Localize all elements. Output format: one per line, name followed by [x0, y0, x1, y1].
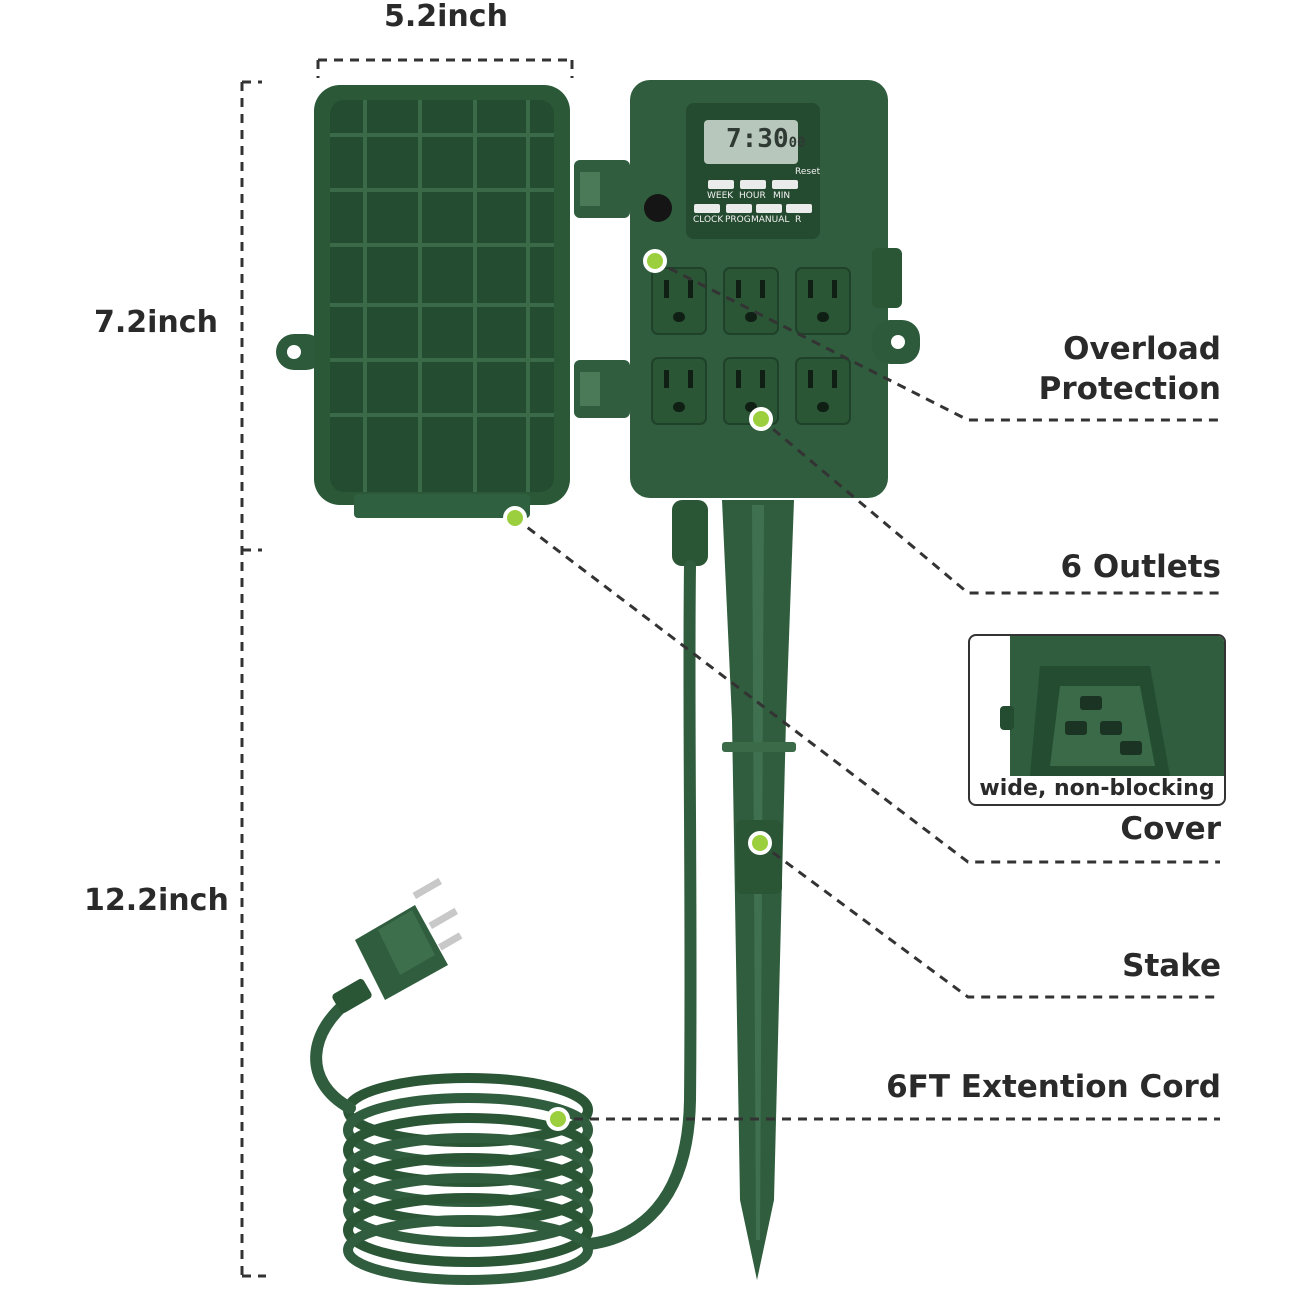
timer-display-time: 7:30: [726, 124, 789, 154]
overload-label-line1: Overload: [1063, 331, 1221, 367]
stake-label: Stake: [1122, 948, 1221, 984]
timer-body: [630, 80, 920, 498]
outlets-label: 6 Outlets: [1060, 549, 1221, 585]
callout-dots: [503, 249, 773, 1131]
outlet-grid: [651, 267, 851, 425]
min-key-label[interactable]: MIN: [773, 191, 791, 201]
stake: [722, 500, 796, 1280]
reset-button-label[interactable]: Reset: [795, 167, 821, 177]
cord-coil: [310, 994, 593, 1285]
r-key-label[interactable]: R: [795, 215, 802, 225]
overload-label-line2: Protection: [1038, 371, 1221, 408]
cover-inset: wide, non-blocking: [968, 634, 1226, 806]
width-dimension-label: 5.2inch: [384, 0, 508, 34]
stake-dimension-label: 12.2inch: [84, 883, 229, 918]
height-dimension-label: 7.2inch: [94, 305, 218, 340]
cover-inset-image: [1000, 636, 1224, 776]
overload-protection-label: Overload Protection: [1039, 332, 1221, 406]
week-key-label[interactable]: WEEK: [707, 191, 734, 201]
cover-inset-caption: wide, non-blocking: [979, 776, 1215, 801]
timer-display: 7:3000: [726, 124, 805, 154]
clock-key-label[interactable]: CLOCK: [693, 215, 724, 225]
prog-key-label[interactable]: PROG: [725, 215, 751, 225]
extension-cord-label: 6FT Extention Cord: [886, 1069, 1221, 1105]
manual-key-label[interactable]: MANUAL: [751, 215, 790, 225]
timer-display-seconds: 00: [788, 135, 806, 151]
callout-lines: [514, 259, 1220, 1121]
dimension-lines: [240, 58, 574, 1278]
plug: [332, 877, 463, 1014]
cover-lid: [276, 85, 630, 518]
hour-key-label[interactable]: HOUR: [739, 191, 766, 201]
power-cord: [584, 500, 708, 1250]
cover-label: Cover: [1120, 811, 1221, 847]
